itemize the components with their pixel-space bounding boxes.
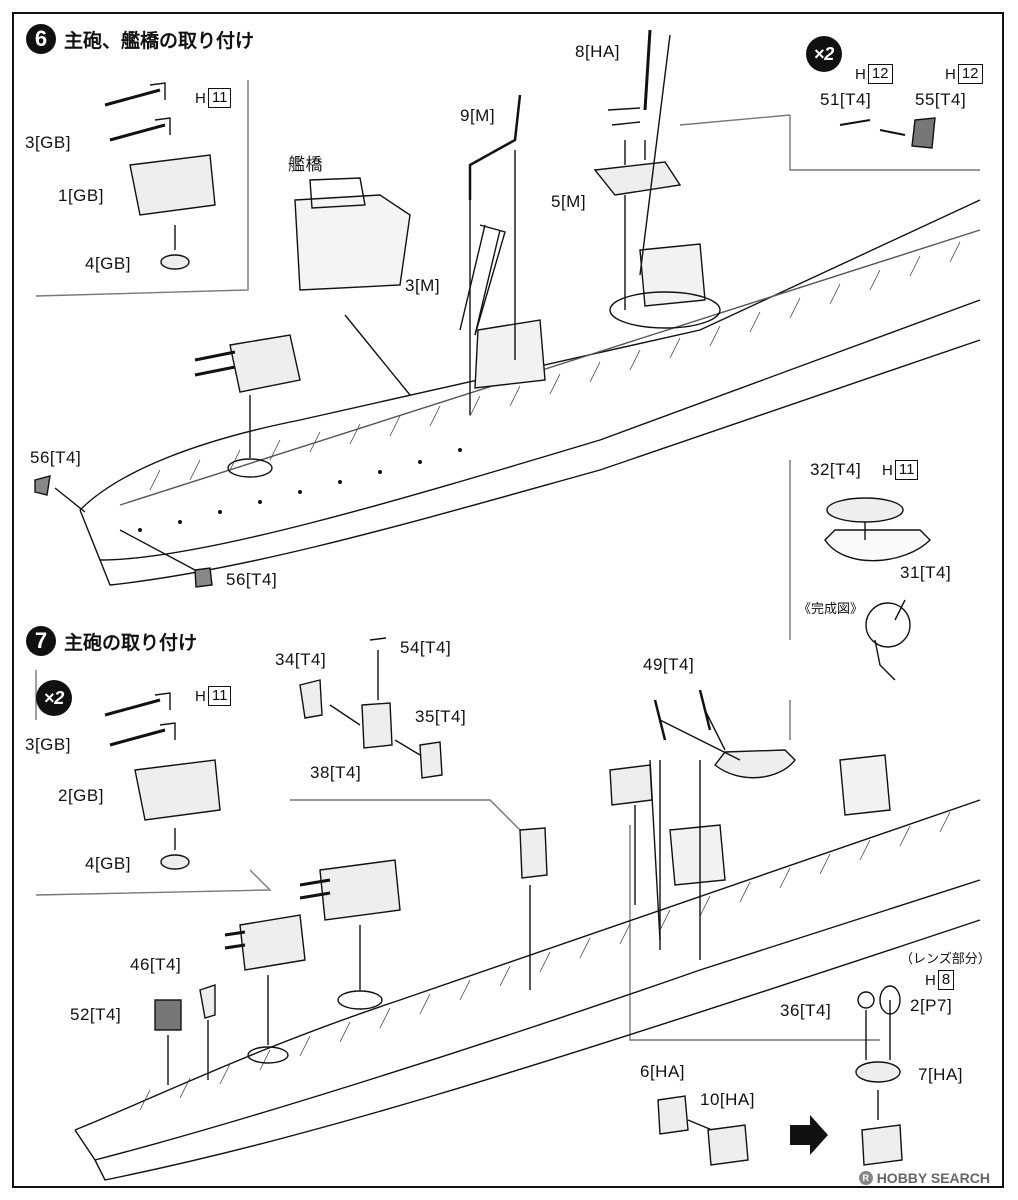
part-label-56t4-bow: 56[T4]: [30, 448, 82, 467]
instruction-frame: [12, 12, 1004, 1188]
part-label-38t4: 38[T4]: [310, 763, 362, 782]
part-label-3m: 3[M]: [405, 276, 441, 295]
part-label-8ha: 8[HA]: [575, 42, 621, 61]
step-7-title: 主砲の取り付け: [64, 632, 198, 654]
step-6-title: 主砲、艦橋の取り付け: [64, 30, 255, 52]
part-label-5m: 5[M]: [551, 192, 587, 211]
part-label-54t4: 54[T4]: [400, 638, 452, 657]
part-label-3gb: 3[GB]: [25, 133, 71, 152]
part-label-2p7: 2[P7]: [910, 996, 953, 1015]
part-label-52t4: 52[T4]: [70, 1005, 122, 1024]
part-label-10ha: 10[HA]: [700, 1090, 755, 1109]
step-7-number: 7: [26, 626, 56, 656]
part-label-1gb: 1[GB]: [58, 186, 104, 205]
part-label-bridge: 艦橋: [288, 155, 323, 174]
part-label-51t4: 51[T4]: [820, 90, 872, 109]
part-label-4gb: 4[GB]: [85, 254, 131, 273]
step-6-header: 6 主砲、艦橋の取り付け: [26, 24, 254, 54]
registered-icon: R: [858, 1171, 873, 1185]
part-label-2gb: 2[GB]: [58, 786, 104, 805]
multiplier-badge-step7: ×2: [36, 680, 72, 716]
part-label-9m: 9[M]: [460, 106, 496, 125]
watermark-text: HOBBY SEARCH: [876, 1170, 990, 1186]
part-label-6ha: 6[HA]: [640, 1062, 686, 1081]
part-label-46t4: 46[T4]: [130, 955, 182, 974]
part-label-31t4: 31[T4]: [900, 563, 952, 582]
part-label-3gb-step7: 3[GB]: [25, 735, 71, 754]
part-label-36t4: 36[T4]: [780, 1001, 832, 1020]
step-6-number: 6: [26, 24, 56, 54]
part-label-56t4-hull: 56[T4]: [226, 570, 278, 589]
part-label-32t4: 32[T4]: [810, 460, 862, 479]
completed-view-label: 《完成図》: [798, 601, 864, 616]
step-7-header: 7 主砲の取り付け: [26, 626, 197, 656]
part-label-7ha: 7[HA]: [918, 1065, 964, 1084]
part-label-55t4: 55[T4]: [915, 90, 967, 109]
watermark: R HOBBY SEARCH: [858, 1170, 990, 1186]
direction-arrow: [790, 1115, 828, 1155]
part-label-49t4: 49[T4]: [643, 655, 695, 674]
part-label-4gb-step7: 4[GB]: [85, 854, 131, 873]
part-label-35t4: 35[T4]: [415, 707, 467, 726]
lens-section-note: （レンズ部分）: [900, 951, 991, 966]
multiplier-badge-step6: ×2: [806, 36, 842, 72]
part-label-34t4: 34[T4]: [275, 650, 327, 669]
